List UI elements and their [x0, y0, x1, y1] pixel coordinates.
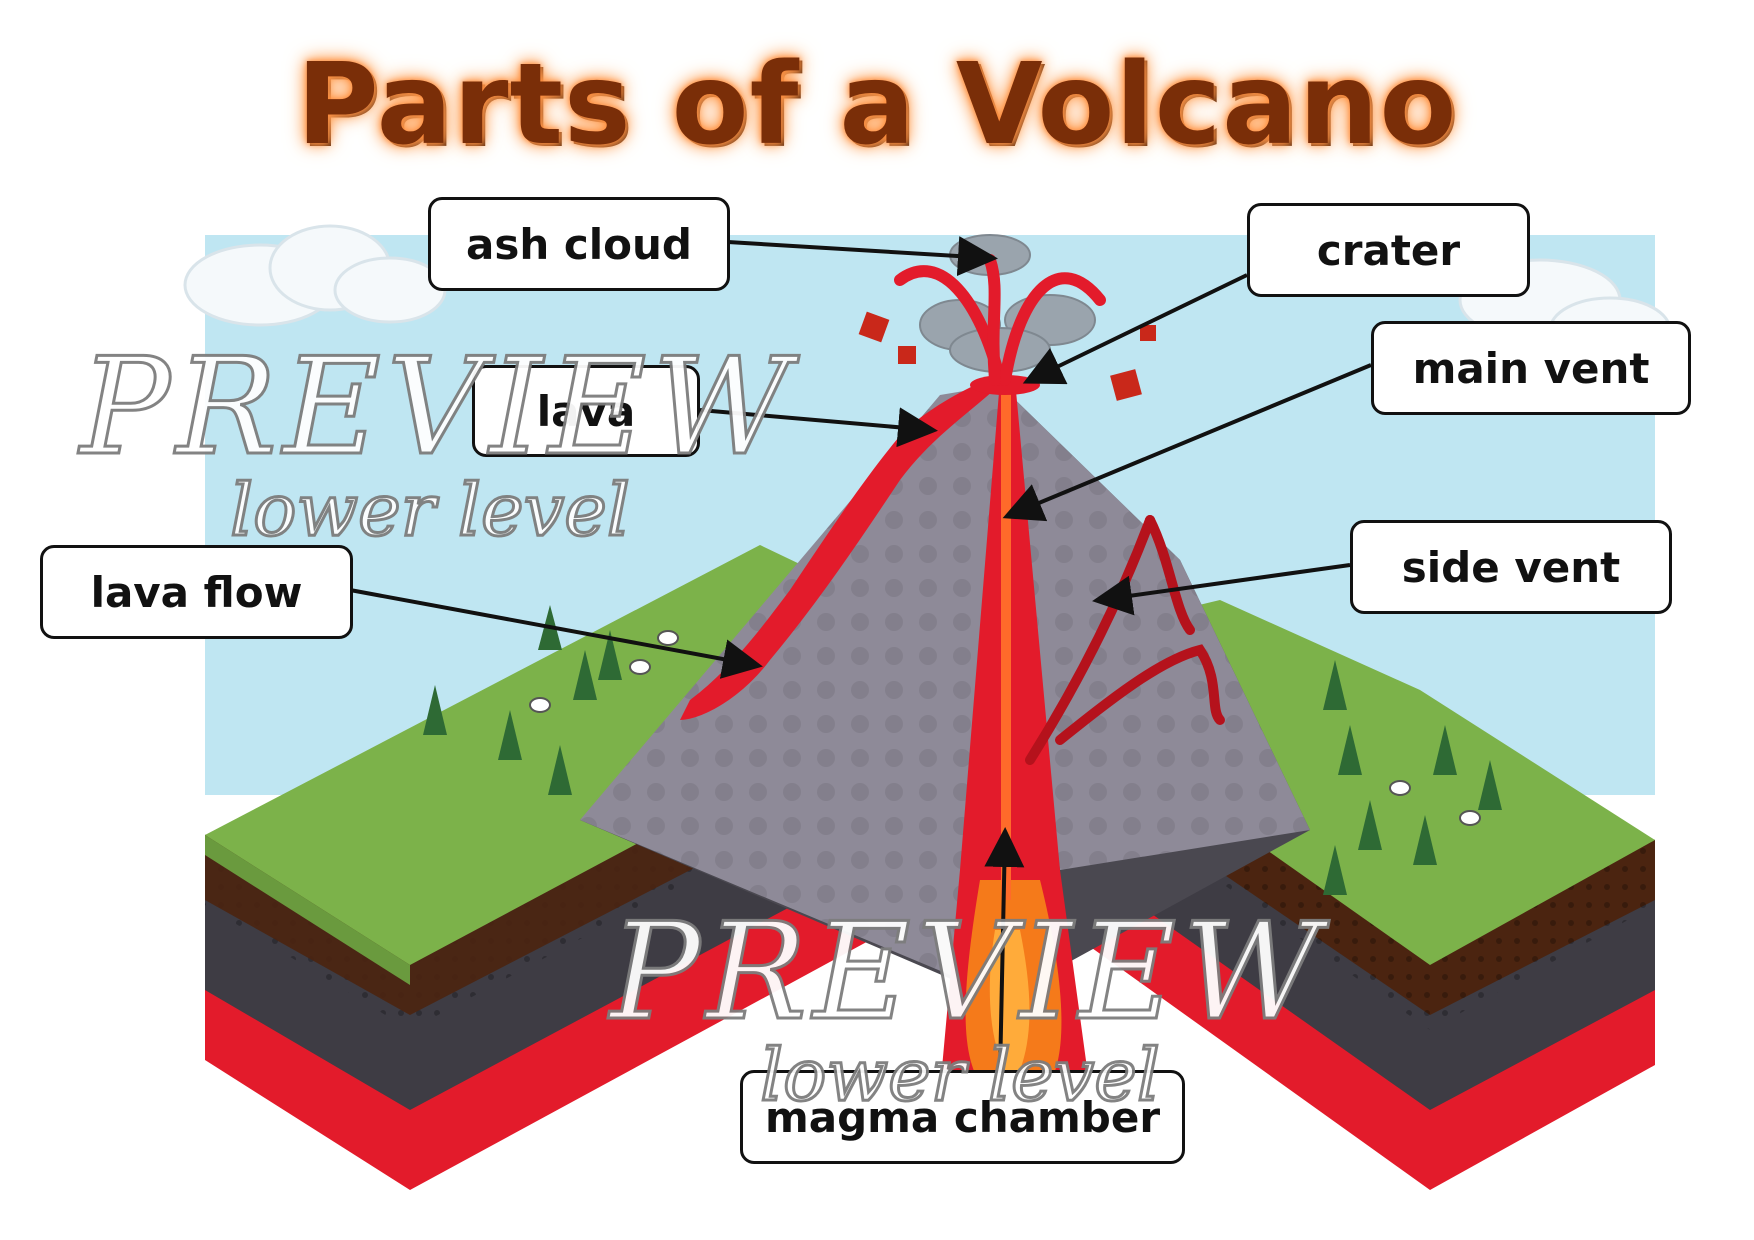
- page-title: Parts of a Volcano: [296, 40, 1458, 170]
- label-lava: lava: [472, 365, 700, 457]
- label-lava-flow: lava flow: [40, 545, 353, 639]
- sheep: [529, 630, 1481, 826]
- label-arrows: [349, 236, 1372, 1076]
- label-ash-cloud: ash cloud: [428, 197, 730, 291]
- label-main-vent: main vent: [1371, 321, 1691, 415]
- volcanic-bombs: [858, 311, 1156, 401]
- label-crater: crater: [1247, 203, 1530, 297]
- trees: [423, 605, 1502, 895]
- volcano-cone: [580, 385, 1310, 1000]
- label-magma-chamber: magma chamber: [740, 1070, 1185, 1164]
- label-side-vent: side vent: [1350, 520, 1672, 614]
- lava-flow: [680, 378, 1000, 720]
- side-vent: [1025, 515, 1225, 765]
